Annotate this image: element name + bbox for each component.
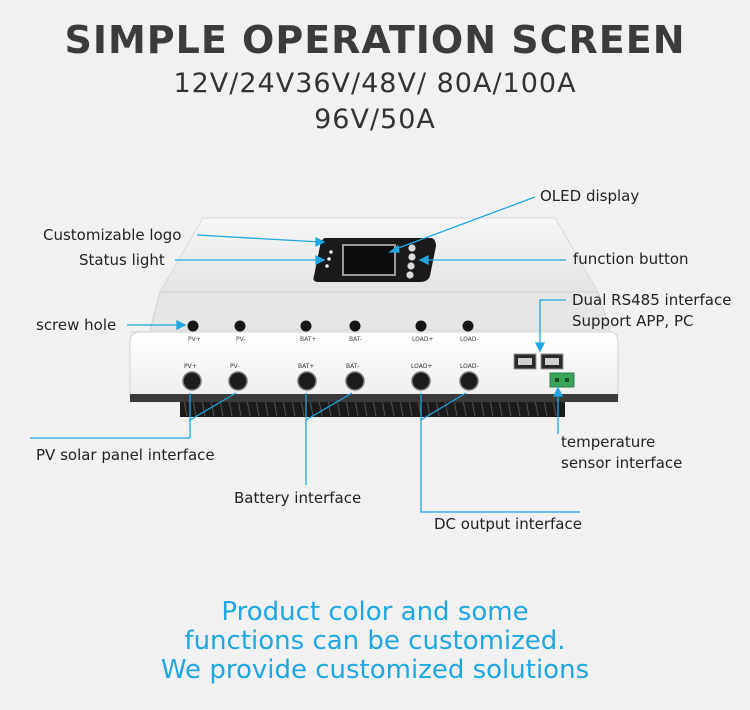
heatsink-fin	[264, 399, 269, 417]
screw-hole	[300, 320, 312, 332]
status-light-icon	[329, 250, 333, 254]
heatsink-fin	[444, 399, 449, 417]
screw-hole	[415, 320, 427, 332]
terminal-label: LOAD-	[460, 336, 479, 343]
terminal-label: LOAD+	[411, 363, 433, 370]
spec-line-96v: 96V/50A	[314, 104, 436, 135]
heatsink-fin	[507, 399, 512, 417]
pv-minus-terminal	[228, 371, 248, 391]
heatsink-fin	[525, 399, 530, 417]
label-temperature-line1: temperature	[561, 433, 656, 451]
label-rs485-line1: Dual RS485 interface	[572, 291, 732, 309]
heatsink-fin	[336, 399, 341, 417]
temperature-sensor-connector	[549, 372, 575, 388]
heatsink-fin	[462, 399, 467, 417]
callout-lines	[30, 196, 580, 513]
heatsink-fin	[282, 399, 287, 417]
heatsink-fin	[183, 399, 188, 417]
terminal-label: PV+	[184, 363, 197, 370]
heatsink-fin	[471, 399, 476, 417]
heatsink-fin	[534, 399, 539, 417]
heatsink-fin	[408, 399, 413, 417]
terminal-label: LOAD-	[460, 363, 479, 370]
function-button[interactable]	[407, 262, 415, 270]
terminal-label: BAT-	[349, 336, 362, 343]
heatsink-fin	[498, 399, 503, 417]
terminal-label: BAT+	[300, 336, 316, 343]
oled-screen	[342, 244, 396, 276]
terminal-label: PV+	[188, 336, 201, 343]
label-screw-hole: screw hole	[36, 316, 117, 334]
heatsink-fin	[480, 399, 485, 417]
footer-line-3: We provide customized solutions	[160, 655, 590, 685]
heatsink-fin	[399, 399, 404, 417]
heatsink-fin	[381, 399, 386, 417]
bat-minus-terminal	[345, 371, 365, 391]
footer-line-1: Product color and some	[221, 597, 529, 627]
label-function-button: function button	[573, 250, 689, 268]
heatsink-fin	[255, 399, 260, 417]
heatsink-fin	[318, 399, 323, 417]
screw-hole	[187, 320, 199, 332]
terminal-label: BAT-	[346, 363, 359, 370]
function-button[interactable]	[408, 253, 416, 261]
label-dc-output: DC output interface	[434, 515, 582, 533]
heatsink-fin	[363, 399, 368, 417]
heatsink-fin	[372, 399, 377, 417]
lower-terminals: PV+ PV- BAT+ BAT- LOAD+ LOAD-	[182, 363, 479, 391]
heatsink-fin	[291, 399, 296, 417]
screw-hole	[349, 320, 361, 332]
screw-hole	[462, 320, 474, 332]
upper-terminals: PV+ PV- BAT+ BAT- LOAD+ LOAD-	[187, 320, 479, 343]
heatsink-fin	[246, 399, 251, 417]
load-minus-terminal	[459, 371, 479, 391]
heatsink-fin	[435, 399, 440, 417]
label-status-light: Status light	[79, 251, 165, 269]
heatsink-fin	[543, 399, 548, 417]
rs485-ports	[513, 353, 564, 370]
heatsink-fin	[228, 399, 233, 417]
heatsink-fin	[309, 399, 314, 417]
terminal-label: LOAD+	[412, 336, 434, 343]
heatsink-fin	[327, 399, 332, 417]
page-title: SIMPLE OPERATION SCREEN	[64, 18, 686, 62]
label-temperature-line2: sensor interface	[561, 454, 683, 472]
load-plus-terminal	[411, 371, 431, 391]
heatsink-fin	[489, 399, 494, 417]
label-oled-display: OLED display	[540, 187, 640, 205]
heatsink-fin	[354, 399, 359, 417]
terminal-label: PV-	[236, 336, 246, 343]
pv-plus-terminal	[182, 371, 202, 391]
display-module	[313, 238, 436, 282]
heatsink-fin	[237, 399, 242, 417]
function-button[interactable]	[406, 271, 414, 279]
controller-ledge	[149, 291, 611, 331]
screw-hole	[234, 320, 246, 332]
footer-line-2: functions can be customized.	[184, 626, 566, 656]
label-battery-interface: Battery interface	[234, 489, 362, 507]
heatsink-fin	[426, 399, 431, 417]
function-button[interactable]	[408, 244, 416, 252]
terminal-label: BAT+	[298, 363, 314, 370]
heatsink-fin	[390, 399, 395, 417]
heatsink-fin	[345, 399, 350, 417]
spec-line-voltages: 12V/24V36V/48V/ 80A/100A	[173, 68, 577, 99]
heatsink-fin	[201, 399, 206, 417]
heatsink-fin	[516, 399, 521, 417]
label-rs485-line2: Support APP, PC	[572, 312, 694, 330]
heatsink-fin	[273, 399, 278, 417]
label-pv-interface: PV solar panel interface	[36, 446, 215, 464]
terminal-label: PV-	[230, 363, 240, 370]
bat-plus-terminal	[297, 371, 317, 391]
heatsink-fin	[552, 399, 557, 417]
heatsink-fin	[210, 399, 215, 417]
heatsink-fin	[300, 399, 305, 417]
label-customizable-logo: Customizable logo	[43, 226, 182, 244]
heatsink-fin	[192, 399, 197, 417]
heatsink-fin	[453, 399, 458, 417]
